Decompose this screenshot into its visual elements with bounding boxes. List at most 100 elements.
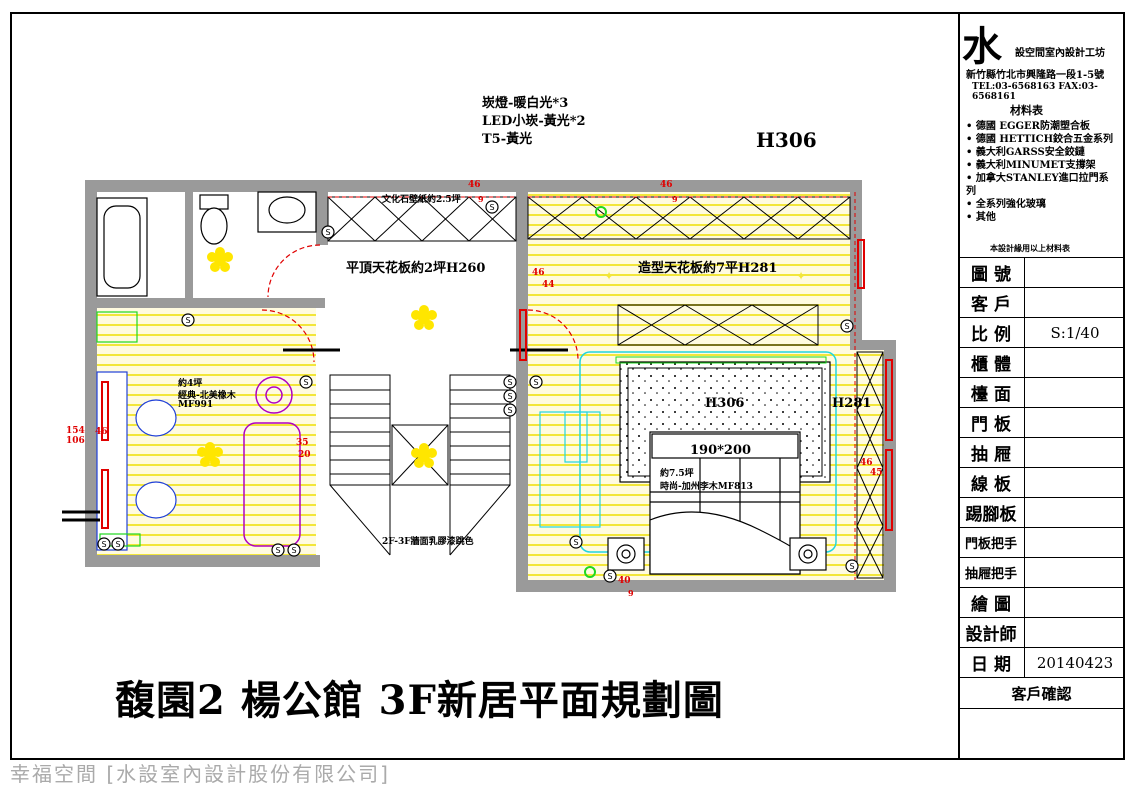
tb-key: 設計師 [958,618,1025,647]
bed-area-label: 約7.5坪 [660,469,694,479]
tb-key: 客 戶 [958,288,1025,317]
study-daybed [243,376,301,547]
title-block-table: 圖 號 客 戶 比 例 S:1/40 櫃 體 檯 面 門 板 抽 屜 線 板 踢腳… [958,257,1125,754]
tb-value: 20140423 [1036,653,1114,672]
dim-label: 20 [298,450,311,460]
tb-key: 檯 面 [958,378,1025,407]
tb-row: 線 板 [958,467,1125,497]
tb-key: 抽屜把手 [958,558,1025,587]
company-tel: TEL:03-6568163 FAX:03-6568161 [972,82,1098,102]
shaped-ceiling-label: 造型天花板約7平H281 [638,261,778,276]
study-code-label: MF991 [178,400,214,410]
svg-text:✦: ✦ [796,269,806,283]
tb-row: 踢腳板 [958,497,1125,527]
tb-row: 檯 面 [958,377,1125,407]
dim-label: 46 [860,458,873,468]
drawing-title: 馥園2 楊公館 3F新居平面規劃圖 [115,677,724,724]
bed [607,431,827,575]
signature-box [958,708,1125,754]
dim-label: 46 [468,180,481,190]
dim-label: 9 [628,588,634,598]
client-confirm: 客戶確認 [958,677,1125,708]
company-name: 設空間室內設計工坊 [1015,48,1105,59]
study-area-label: 約4坪 [178,379,203,389]
wallpaper-label: 文化石壁紙約2.5坪 [382,195,461,205]
dim-label: 154 [66,426,85,436]
tb-row: 門 板 [958,407,1125,437]
material-item: • 全系列強化玻璃 [966,199,1046,210]
tb-value [1025,408,1125,437]
tb-row: 櫃 體 [958,347,1125,377]
tb-value [1025,378,1125,407]
height-main: H306 [756,128,817,152]
tb-row: 抽屜把手 [958,557,1125,587]
tb-value [1025,588,1125,617]
bedroom-desk [539,411,601,528]
ceiling-lights: ✦ ✦ [197,206,806,578]
material-item: • 德國 EGGER防潮塑合板 [966,121,1090,132]
h306-label: H306 [705,396,745,411]
tb-value [1025,258,1125,287]
tb-key: 門 板 [958,408,1025,437]
dim-label: 106 [66,436,85,446]
tb-value: S:1/40 [1050,323,1100,342]
dim-label: 9 [672,194,678,204]
tb-value [1025,348,1125,377]
dim-label: 44 [542,280,555,290]
side-cabinet [856,351,884,579]
light-note-2: LED小崁-黃光*2 [482,114,586,129]
material-item: 列 [966,186,976,197]
tb-key: 繪 圖 [958,588,1025,617]
stairs-note: 2F-3F牆面乳膠漆跳色 [382,537,474,547]
tb-value [1025,438,1125,467]
materials-heading: 材料表 [1010,104,1043,117]
watermark-footer: 幸福空間 [水設室內設計股份有限公司] [10,762,390,786]
title-block [958,12,1125,760]
study-floor-label: 經典-北美橡木 [178,391,236,401]
tb-key: 踢腳板 [958,498,1025,527]
material-item: • 德國 HETTICH鉸合五金系列 [966,134,1114,145]
tb-key: 櫃 體 [958,348,1025,377]
tb-key: 圖 號 [958,258,1025,287]
tb-row: 日 期 20140423 [958,647,1125,677]
materials-list: • 德國 EGGER防潮塑合板 • 德國 HETTICH鉸合五金系列 • 義大利… [966,120,1122,224]
dim-label: 46 [95,427,108,437]
light-note-3: T5-黃光 [482,132,533,147]
light-note-1: 崁燈-暖白光*3 [482,96,569,111]
tb-row: 比 例 S:1/40 [958,317,1125,347]
tb-key: 比 例 [958,318,1025,347]
tb-value [1025,288,1125,317]
tb-value [1025,468,1125,497]
flat-ceiling-label: 平頂天花板約2坪H260 [346,261,486,276]
material-item: • 加拿大STANLEY進口拉門系 [966,173,1109,184]
material-item: • 其他 [966,212,996,223]
dim-label: 40 [618,576,631,586]
tb-row: 抽 屜 [958,437,1125,467]
tb-value [1025,618,1125,647]
tb-key: 日 期 [958,648,1025,677]
dim-label: 46 [660,180,673,190]
floor-plan: S [62,180,896,592]
material-item: • 義大利GARSS安全鉸鏈 [966,147,1085,158]
tb-key: 抽 屜 [958,438,1025,467]
tb-row: 門板把手 [958,527,1125,557]
company-logo: 水 [962,23,1002,70]
company-address: 新竹縣竹北市興隆路一段1-5號 [966,70,1105,81]
h281-label: H281 [832,396,872,411]
study-floor [97,308,316,555]
tb-value [1025,498,1125,527]
dim-label: 35 [296,438,309,448]
dim-label: 46 [532,268,545,278]
drawing-border [10,12,1125,760]
tb-row: 圖 號 [958,257,1125,287]
material-item: • 義大利MINUMET支撐架 [966,160,1096,171]
dim-label: 9 [478,194,484,204]
tb-value [1025,558,1125,587]
materials-note: 本設計緣用以上材料表 [990,243,1070,253]
bedroom-wardrobe [527,192,856,580]
bed-size-label: 190*200 [690,443,752,458]
svg-text:✦: ✦ [604,269,614,283]
tb-row: 繪 圖 [958,587,1125,617]
dim-label: 45 [870,468,883,478]
bed-floor-label: 時尚-加州李木MF813 [660,482,753,492]
